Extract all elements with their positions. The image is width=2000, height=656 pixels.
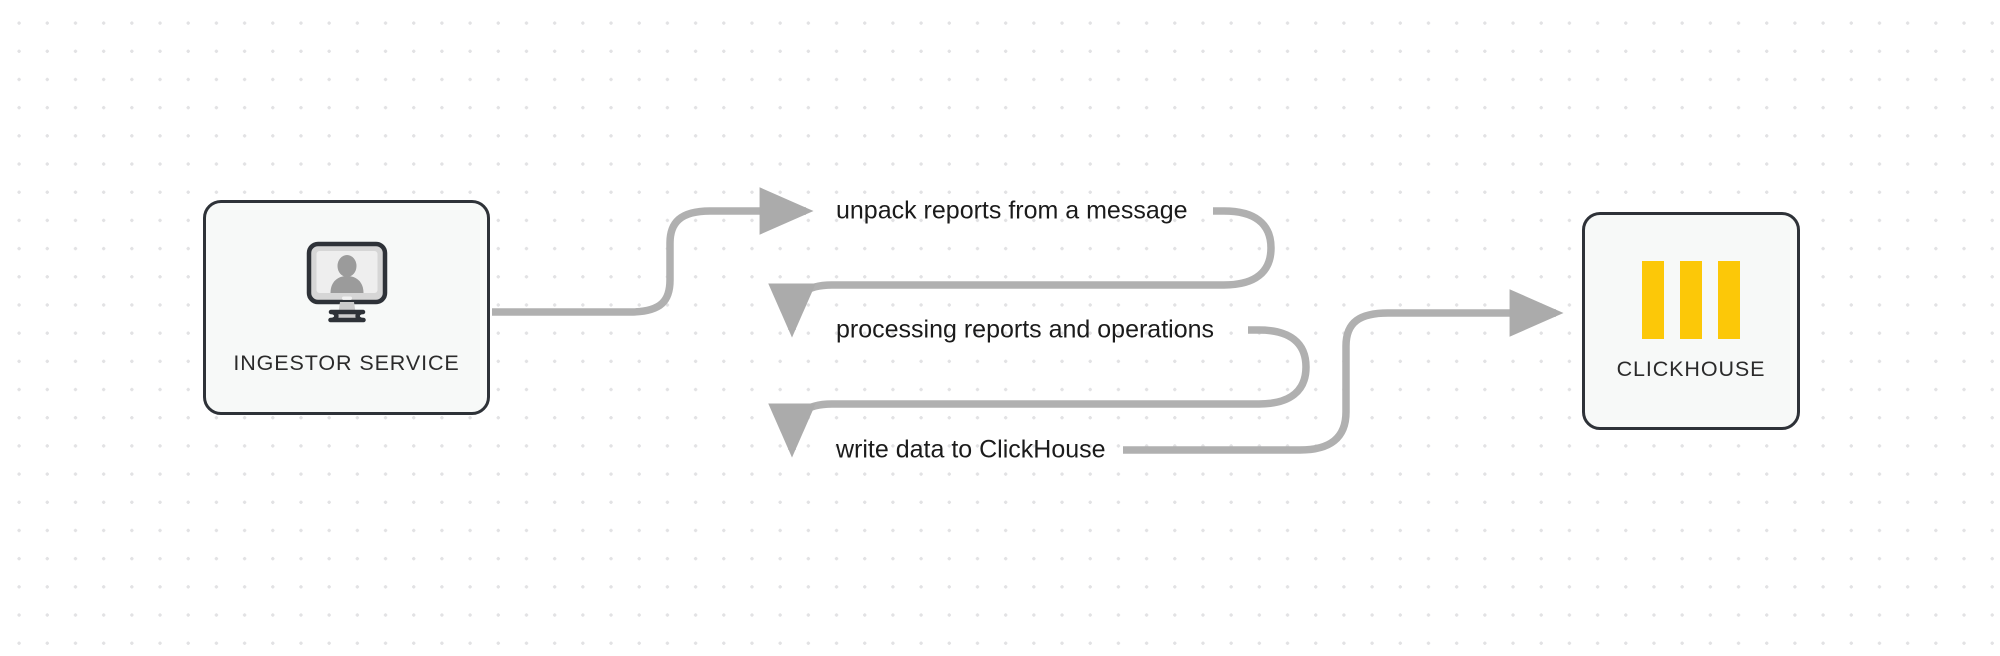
clickhouse-bar-1 — [1642, 260, 1664, 339]
edge-label-step-2: processing reports and operations — [836, 315, 1215, 344]
edge-step2-to-step3 — [768, 326, 1310, 458]
clickhouse-bar-2 — [1680, 260, 1702, 339]
node-ingestor-service[interactable]: INGESTOR SERVICE — [203, 200, 490, 415]
edge-step1-to-step2 — [768, 207, 1275, 338]
edge-label-step-3: write data to ClickHouse — [836, 435, 1106, 464]
node-clickhouse[interactable]: CLICKHOUSE — [1582, 212, 1800, 430]
node-ingestor-service-label: INGESTOR SERVICE — [233, 350, 460, 375]
edge-label-step-1: unpack reports from a message — [836, 196, 1188, 225]
monitor-user-icon — [297, 240, 397, 333]
clickhouse-bars-icon — [1642, 260, 1740, 339]
edge-ingestor-to-step1 — [492, 187, 814, 316]
node-clickhouse-label: CLICKHOUSE — [1616, 356, 1766, 381]
clickhouse-bar-3 — [1718, 260, 1740, 339]
